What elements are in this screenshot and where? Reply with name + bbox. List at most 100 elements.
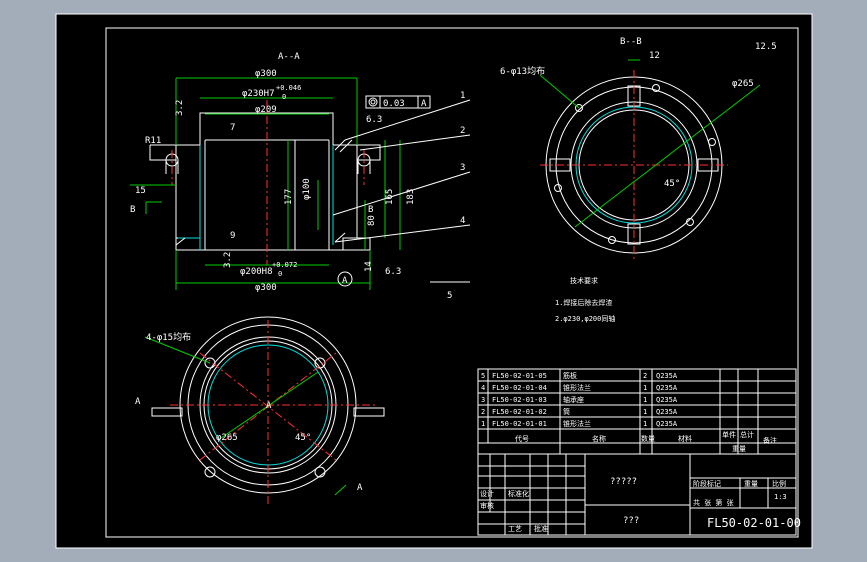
dim-h177: 177 [284, 189, 294, 205]
balloon-2: 2 [460, 126, 465, 136]
tb-std: 标准化 [508, 489, 529, 498]
technical-notes: 技术要求 1.焊接后除去焊渣 2.φ230,φ200同轴 [555, 276, 615, 323]
dim-d265-bot: φ265 [216, 433, 238, 443]
tol-datum: A [421, 99, 427, 109]
section-aa-label: A--A [278, 52, 300, 62]
tb-checker: 审核 [480, 501, 494, 510]
section-view-aa: A--A [130, 52, 471, 301]
dim-h165: 165 [385, 189, 395, 205]
bom-row-3-mat: Q235A [656, 396, 678, 404]
title-block: 设计 审核 工艺 标准化 批准 ????? ??? 阶段标记 重量 比例 1:3… [477, 453, 801, 536]
cut-b-right: B [368, 205, 373, 215]
bom-row-4-qty: 1 [643, 384, 647, 392]
dim-d230-tol2: 0 [282, 93, 286, 101]
bom-row-2-mat: Q235A [656, 408, 678, 416]
bom-row-4-no: 4 [481, 384, 485, 392]
rough-12-5: 12.5 [755, 42, 777, 52]
dim-r11: R11 [145, 136, 161, 146]
bom-row-4-mat: Q235A [656, 384, 678, 392]
dim-h7: 7 [230, 123, 235, 133]
dim-d200-tol2: 0 [278, 270, 282, 278]
dim-h9: 9 [230, 231, 235, 241]
bom-row-1-mat: Q235A [656, 420, 678, 428]
view-a-center: A [266, 401, 272, 411]
tb-process: 工艺 [508, 525, 522, 533]
holes-bot-label: 4-φ15均布 [146, 331, 191, 343]
notes-line2: 2.φ230,φ200同轴 [555, 314, 615, 323]
cut-b-left: B [130, 205, 135, 215]
tb-scale: 1:3 [774, 493, 787, 501]
datum-a: A [342, 276, 348, 286]
view-a-right: A [357, 483, 363, 493]
tb-drawing-no: FL50-02-01-00 [707, 516, 801, 530]
bom-header-mat: 材料 [678, 434, 692, 443]
balloon-5: 5 [447, 291, 452, 301]
dim-h80: 80 [367, 215, 377, 226]
bom-row-2-name: 筒 [563, 407, 570, 416]
dim-d100: φ100 [302, 178, 312, 200]
bom-row-2-no: 2 [481, 408, 485, 416]
dim-d200: φ200H8 [240, 267, 273, 277]
dim-d209: φ209 [255, 105, 277, 115]
bom-row-4-code: FL50-02-01-04 [492, 384, 547, 392]
tb-approver: 批准 [534, 524, 548, 533]
tb-scale-lbl: 比例 [772, 479, 786, 488]
holes-top-label: 6-φ13均布 [500, 65, 545, 77]
sheet-outer-border [55, 13, 813, 549]
dim-h3-2a: 3.2 [175, 100, 185, 116]
dim-d230-tol: +0.046 [276, 84, 301, 92]
dim-h14: 14 [364, 261, 374, 272]
section-view-bb: B--B 6-φ13均布 φ265 12 45° 12.5 [500, 37, 777, 260]
balloon-1: 1 [460, 91, 465, 101]
bom-header-remark: 备注 [763, 436, 777, 445]
tb-stage: 阶段标记 [693, 479, 721, 488]
dim-w12: 12 [649, 51, 660, 61]
dim-d230: φ230H7 [242, 89, 275, 99]
dim-d200-tol: +0.072 [272, 261, 297, 269]
tb-weight-lbl: 重量 [744, 480, 758, 488]
dim-ang45-top: 45° [664, 179, 680, 189]
dim-h15: 15 [135, 186, 146, 196]
bom-header-unit-wt: 单件 [722, 430, 736, 439]
dim-ang45-bot: 45° [295, 433, 311, 443]
bom-header-name: 名称 [592, 434, 606, 443]
tol-value: 0.03 [383, 99, 405, 109]
dim-h3-2b: 3.2 [223, 252, 233, 268]
tb-part-name: ????? [610, 477, 637, 487]
bom-row-5-code: FL50-02-01-05 [492, 372, 547, 380]
balloon-3: 3 [460, 163, 465, 173]
dim-d300-bot: φ300 [255, 283, 277, 293]
bom-row-3-name: 轴承座 [563, 395, 584, 404]
bom-header-weight: 重量 [732, 445, 746, 453]
bom-row-5-name: 筋板 [563, 371, 577, 380]
tb-company: ??? [623, 516, 639, 526]
bom-header-qty: 数量 [641, 434, 655, 443]
bom-row-1-code: FL50-02-01-01 [492, 420, 547, 428]
notes-title: 技术要求 [570, 276, 598, 285]
dim-d300-top: φ300 [255, 69, 277, 79]
bom-row-1-qty: 1 [643, 420, 647, 428]
bom-row-5-qty: 2 [643, 372, 647, 380]
section-bb-label: B--B [620, 37, 642, 47]
dim-d265-top: φ265 [732, 79, 754, 89]
rough-6-3b: 6.3 [385, 267, 401, 277]
dim-h183: 183 [406, 189, 416, 205]
bom-header-total-wt: 总计 [740, 430, 754, 439]
bom-row-5-mat: Q235A [656, 372, 678, 380]
bom-row-1-name: 锥形法兰 [563, 419, 591, 428]
bom-row-3-code: FL50-02-01-03 [492, 396, 547, 404]
bom-header-code: 代号 [515, 434, 529, 443]
view-a: 4-φ15均布 φ265 45° A A A [135, 316, 385, 505]
view-a-left: A [135, 397, 141, 407]
bom-row-5-no: 5 [481, 372, 485, 380]
sheet-inner-border [105, 27, 799, 538]
bom-row-1-no: 1 [481, 420, 485, 428]
bom-row-2-code: FL50-02-01-02 [492, 408, 547, 416]
bom-row-3-no: 3 [481, 396, 485, 404]
tb-sheet: 共 张 第 张 [693, 498, 734, 507]
bom-row-4-name: 锥形法兰 [563, 383, 591, 392]
balloon-4: 4 [460, 216, 465, 226]
notes-line1: 1.焊接后除去焊渣 [555, 298, 612, 307]
tb-designer: 设计 [480, 489, 494, 498]
